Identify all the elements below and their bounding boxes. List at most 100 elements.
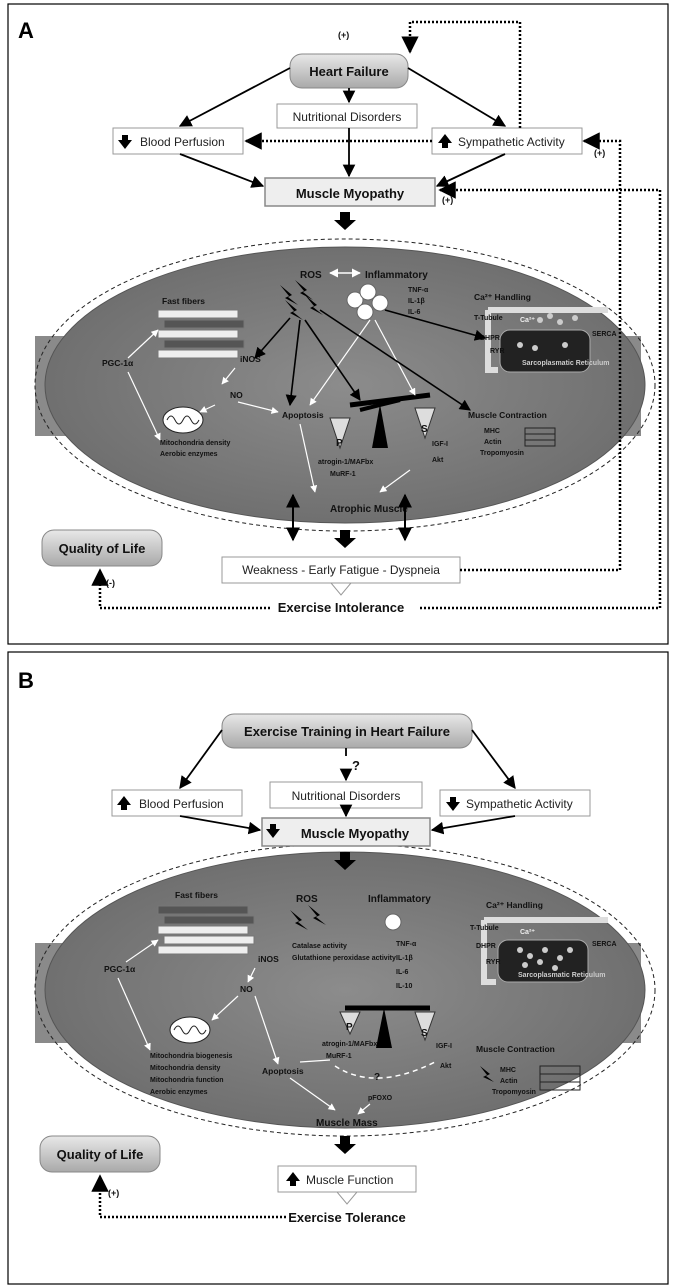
serca-label: SERCA bbox=[592, 331, 617, 338]
ca-dots-icon bbox=[517, 313, 578, 351]
muscle-function-label: Muscle Function bbox=[306, 1173, 393, 1187]
cytokine-item: IL-6 bbox=[408, 309, 421, 316]
down-arrow-icon bbox=[334, 530, 356, 548]
protein-item: Actin bbox=[484, 439, 502, 446]
t-tubule-label: T-Tubule bbox=[474, 315, 503, 322]
inhibition-line bbox=[299, 1059, 331, 1063]
sr-label: Sarcoplasmatic Reticulum bbox=[518, 972, 606, 979]
catalase-label: Catalase activity bbox=[292, 943, 347, 950]
nutritional-box bbox=[269, 781, 423, 809]
atrogin-label: atrogin-1/MAFbx bbox=[322, 1041, 377, 1048]
nutritional-label: Nutritional Disorders bbox=[293, 110, 402, 124]
plus-sign: (+) bbox=[108, 1188, 119, 1198]
dotted-arrow bbox=[91, 568, 270, 610]
mito-item: Mitochondria function bbox=[150, 1077, 224, 1084]
fast-fibers-icon bbox=[157, 905, 255, 955]
cytokine-item: IL-1β bbox=[408, 298, 425, 305]
ros-arrows bbox=[254, 309, 487, 411]
balance-icon bbox=[339, 1005, 436, 1048]
mito-item: Mitochondria density bbox=[160, 440, 231, 447]
cytokine-item: IL-1β bbox=[396, 955, 413, 962]
heart-failure-label: Heart Failure bbox=[309, 64, 388, 79]
qol-box bbox=[39, 1135, 161, 1173]
atrogin-label: atrogin-1/MAFbx bbox=[318, 459, 373, 466]
weakness-label: Weakness - Early Fatigue - Dyspneia bbox=[242, 563, 440, 577]
panel-b-letter: B bbox=[18, 668, 34, 693]
down-arrow-icon bbox=[334, 212, 356, 230]
dotted-arrow bbox=[420, 181, 662, 610]
weakness-box bbox=[221, 556, 461, 584]
panel-b: B Exercise Training in Heart Failure ? N… bbox=[7, 651, 669, 1285]
sr-label: Sarcoplasmatic Reticulum bbox=[522, 360, 610, 367]
t-tubule-icon bbox=[485, 310, 498, 373]
perfusion-box bbox=[111, 789, 243, 817]
panel-a-letter: A bbox=[18, 18, 34, 43]
sarcomere-icon bbox=[524, 427, 556, 447]
signal-arrows bbox=[117, 939, 371, 1115]
qol-label: Quality of Life bbox=[59, 541, 146, 556]
t-tubule-label: T-Tubule bbox=[470, 925, 499, 932]
myopathy-box bbox=[264, 177, 436, 207]
fast-fibers-label: Fast fibers bbox=[175, 890, 218, 900]
down-arrow-icon bbox=[334, 1136, 356, 1154]
dotted-arrow bbox=[401, 20, 522, 128]
dhpr-label: DHPR bbox=[476, 943, 496, 950]
up-arrow-icon bbox=[117, 796, 131, 810]
arrow bbox=[179, 153, 265, 188]
dhpr-label: DHPR bbox=[480, 335, 500, 342]
dashed-link bbox=[334, 1061, 436, 1079]
muscle-cell bbox=[44, 851, 646, 1129]
signal-arrows bbox=[127, 319, 416, 493]
contraction-label: Muscle Contraction bbox=[476, 1044, 555, 1054]
ros-bolts-icon bbox=[290, 905, 326, 930]
plus-sign: (+) bbox=[594, 148, 605, 158]
fast-fibers-icon bbox=[157, 309, 245, 359]
s-label: S bbox=[421, 424, 428, 435]
mito-item: Aerobic enzymes bbox=[150, 1089, 208, 1096]
myopathy-box bbox=[261, 817, 431, 847]
muscle-mass-label: Muscle Mass bbox=[316, 1118, 378, 1129]
glutathione-label: Glutathione peroxidase activity bbox=[292, 955, 396, 962]
nutritional-box bbox=[276, 103, 418, 129]
cytokine-pacman-icon bbox=[346, 283, 389, 321]
fast-fibers-label: Fast fibers bbox=[162, 296, 205, 306]
ryr-label: RYR bbox=[490, 348, 505, 355]
pgc-label: PGC-1α bbox=[102, 358, 134, 368]
serca-label: SERCA bbox=[592, 941, 617, 948]
ca-small-label: Ca²⁺ bbox=[520, 929, 535, 936]
muscle-function-box bbox=[277, 1165, 417, 1193]
mitochondria-icon bbox=[166, 415, 200, 425]
nutritional-label: Nutritional Disorders bbox=[292, 789, 401, 803]
down-arrow-icon bbox=[334, 852, 356, 870]
apoptosis-label: Apoptosis bbox=[282, 410, 324, 420]
up-arrow-icon bbox=[286, 1172, 300, 1186]
arrow bbox=[179, 815, 262, 835]
ca-label: Ca²⁺ Handling bbox=[486, 900, 543, 910]
ca-small-label: Ca²⁺ bbox=[520, 317, 535, 324]
minus-sign: (-) bbox=[106, 578, 115, 588]
plus-sign: (+) bbox=[338, 30, 349, 40]
murf-label: MuRF-1 bbox=[330, 471, 356, 478]
sarcomere-icon bbox=[539, 1065, 581, 1091]
inflammatory-label: Inflammatory bbox=[365, 270, 428, 281]
dotted-arrow bbox=[91, 1174, 286, 1219]
inos-label: iNOS bbox=[258, 954, 279, 964]
sr-icon bbox=[499, 329, 591, 373]
down-arrow-icon bbox=[329, 582, 353, 596]
arrow bbox=[471, 729, 516, 790]
cytokine-item: TNF-α bbox=[396, 941, 417, 948]
mito-item: Mitochondria density bbox=[150, 1065, 221, 1072]
myopathy-label: Muscle Myopathy bbox=[301, 826, 410, 841]
ca-dots-icon bbox=[517, 947, 573, 971]
intolerance-label: Exercise Intolerance bbox=[278, 600, 404, 615]
down-arrow-icon bbox=[266, 824, 280, 838]
arrow bbox=[430, 815, 516, 835]
down-arrow-icon bbox=[118, 135, 132, 149]
atrophic-label: Atrophic Muscle bbox=[330, 504, 408, 515]
ca-label: Ca²⁺ Handling bbox=[474, 292, 531, 302]
akt-label: Akt bbox=[432, 457, 444, 464]
perfusion-label: Blood Perfusion bbox=[139, 797, 224, 811]
igf-label: IGF-I bbox=[436, 1043, 452, 1050]
ros-bolts-icon bbox=[280, 280, 323, 320]
panel-a: A Heart Failure Nutritional Disorders Bl… bbox=[7, 3, 669, 645]
